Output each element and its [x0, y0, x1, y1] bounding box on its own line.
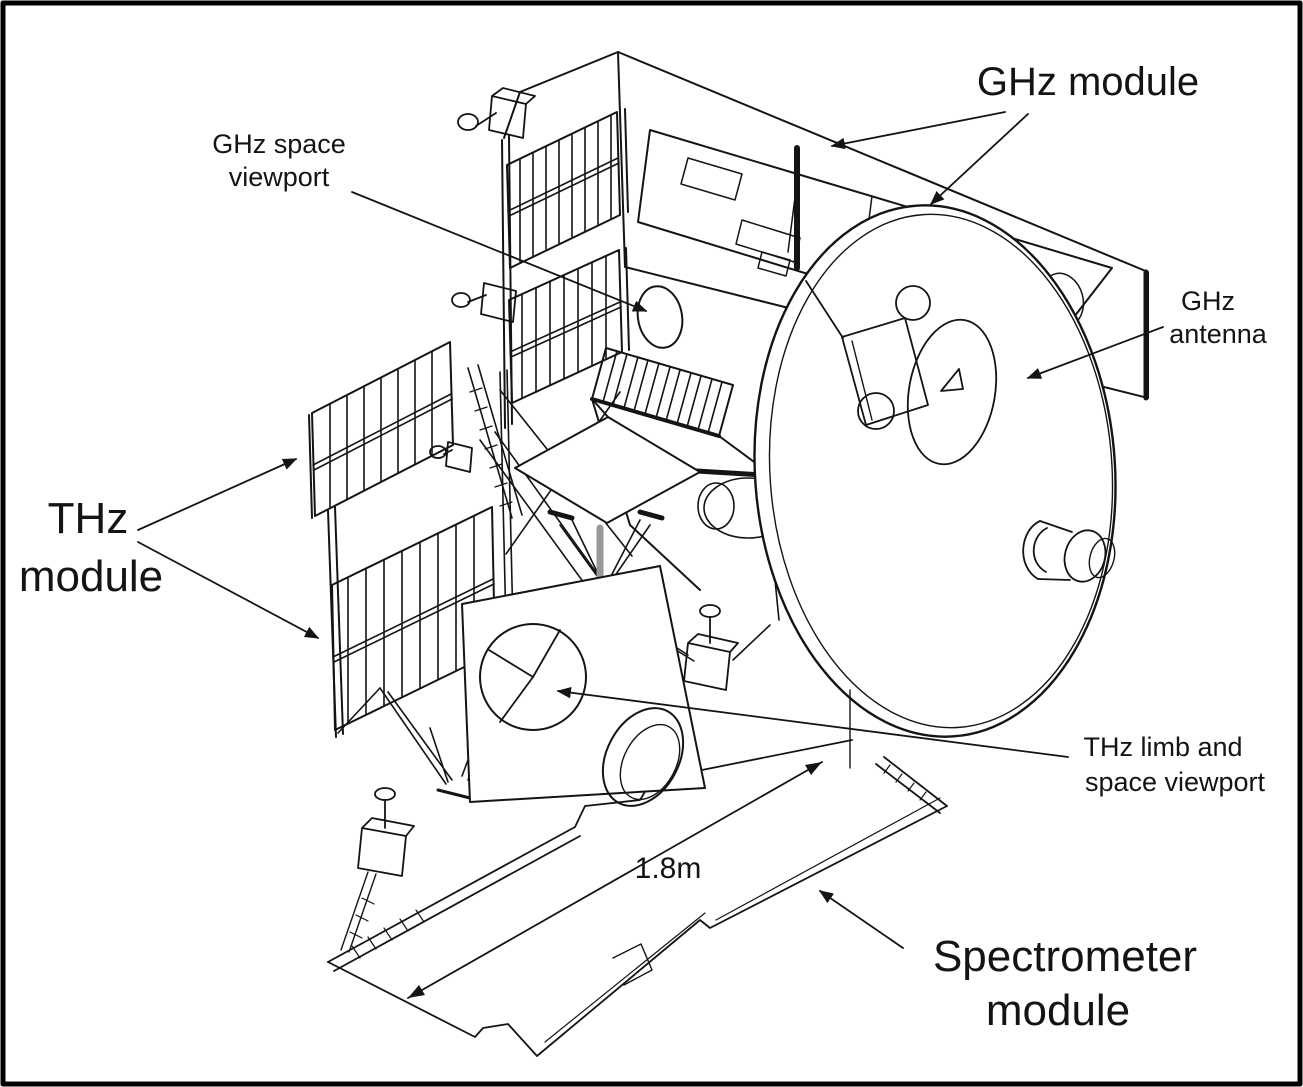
isolator-mount [451, 282, 517, 323]
label-dimension: 1.8m [635, 852, 702, 885]
label-ghz-module: GHz module [977, 60, 1199, 104]
label-ghz-space-viewport: viewport [229, 162, 330, 192]
thz-scan-assembly [379, 565, 706, 807]
label-ghz-antenna: GHz [1181, 286, 1235, 316]
label-spectrometer-module: Spectrometer [933, 932, 1197, 981]
ghz-antenna-leader-line [1026, 326, 1164, 379]
label-ghz-antenna: antenna [1169, 319, 1268, 349]
ghz-space-viewport-leader-line [351, 191, 648, 312]
dimension-arrowhead [805, 762, 822, 775]
label-spectrometer-module: module [986, 986, 1130, 1035]
ghz-radiator-panels [501, 108, 630, 429]
thz-limb-viewport-leader-line [556, 686, 1069, 758]
leader-lines [137, 111, 1164, 949]
isolator-mount [429, 441, 473, 473]
label-thz-limb-viewport: THz limb and [1083, 732, 1242, 762]
spectrometer-module-leader-line [818, 890, 904, 949]
radiator-panel [311, 341, 454, 517]
isolator-mounts [340, 87, 739, 953]
thz-viewport-opening [479, 623, 587, 731]
thz-scan-drum [601, 707, 685, 807]
label-thz-module: THz [48, 494, 129, 543]
antenna-secondary-assembly [805, 280, 998, 466]
antenna-feed-horn [1022, 520, 1116, 583]
thz-viewport-plate [461, 565, 706, 803]
label-ghz-space-viewport: GHz space [212, 129, 346, 159]
isolator-mount [457, 87, 536, 139]
radiator-panel [506, 111, 621, 269]
ghz-module-leader-line [929, 113, 1029, 205]
ghz-module-leader-line [830, 111, 1006, 150]
thz-module-leader-line [137, 541, 320, 639]
ghz-antenna-dish [753, 204, 1117, 738]
mount-platform [514, 398, 701, 587]
isolator-mount [683, 604, 739, 691]
isolator-mount [340, 787, 415, 953]
ghz-space-viewport-opening [636, 285, 684, 349]
thz-module-leader-line [137, 458, 298, 531]
label-thz-limb-viewport: space viewport [1085, 767, 1266, 797]
radiator-panel [508, 249, 623, 404]
label-thz-module: module [19, 552, 163, 601]
dimension-arrowhead [408, 985, 425, 998]
